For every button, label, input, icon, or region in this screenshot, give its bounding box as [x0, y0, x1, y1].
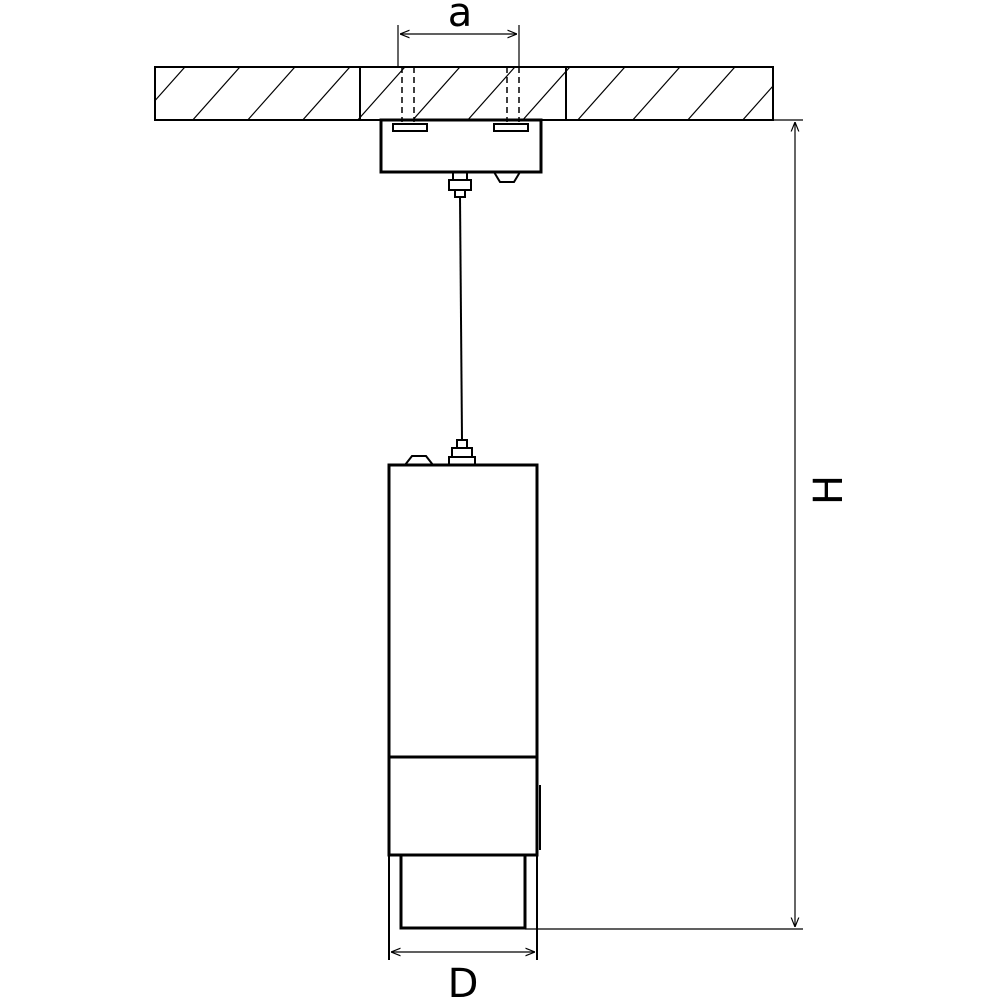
ceiling-canopy	[379, 118, 543, 198]
dimension-a: a	[397, 0, 520, 67]
lamp-body	[387, 439, 541, 960]
dimension-h-label: H	[806, 475, 852, 505]
dimension-a-label: a	[448, 0, 473, 36]
dimension-h: H	[525, 119, 852, 930]
mounting-screws	[401, 67, 520, 122]
ceiling-slab	[154, 66, 774, 121]
suspension-cable	[459, 196, 463, 441]
dimension-d-label: D	[448, 961, 479, 1000]
dimension-d: D	[391, 952, 535, 1000]
ceiling-hatching	[155, 67, 773, 120]
